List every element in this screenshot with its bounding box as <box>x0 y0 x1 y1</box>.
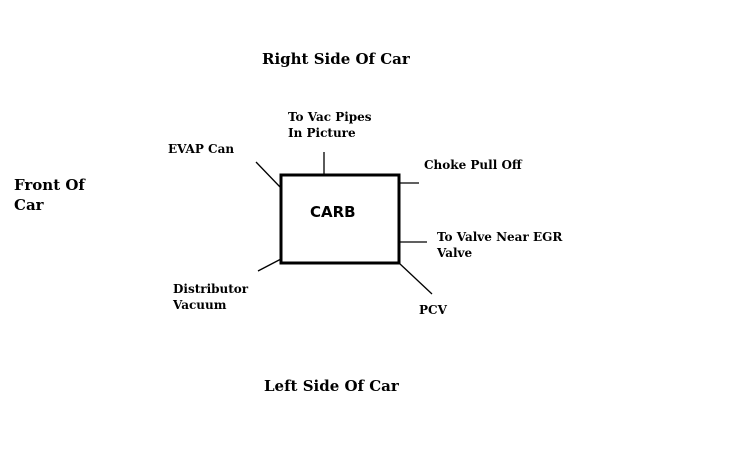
distributor-vacuum-label: Distributor Vacuum <box>173 281 248 313</box>
evap-can-label: EVAP Can <box>168 142 235 156</box>
vac-pipes-label: To Vac Pipes In Picture <box>288 109 372 141</box>
egr-valve-label: To Valve Near EGR Valve <box>437 229 562 261</box>
distributor-line2: Vacuum <box>173 298 227 312</box>
pcv-label: PCV <box>419 303 447 317</box>
carb-box <box>279 173 401 265</box>
evap-hose <box>255 161 282 189</box>
distributor-hose <box>257 258 282 272</box>
vac-pipes-line1: To Vac Pipes <box>288 110 372 124</box>
distributor-line1: Distributor <box>173 282 249 296</box>
front-label: Front Of Car <box>14 175 85 215</box>
left-side-label: Left Side Of Car <box>264 377 399 395</box>
front-label-line2: Car <box>14 196 44 214</box>
carb-label: CARB <box>310 203 356 221</box>
egr-valve-line2: Valve <box>437 246 473 260</box>
front-label-line1: Front Of <box>14 176 85 194</box>
right-side-label: Right Side Of Car <box>262 50 410 68</box>
choke-pull-off-label: Choke Pull Off <box>424 158 522 172</box>
pcv-hose <box>398 262 433 295</box>
egr-valve-line1: To Valve Near EGR <box>437 230 563 244</box>
vac-pipes-line2: In Picture <box>288 126 356 140</box>
